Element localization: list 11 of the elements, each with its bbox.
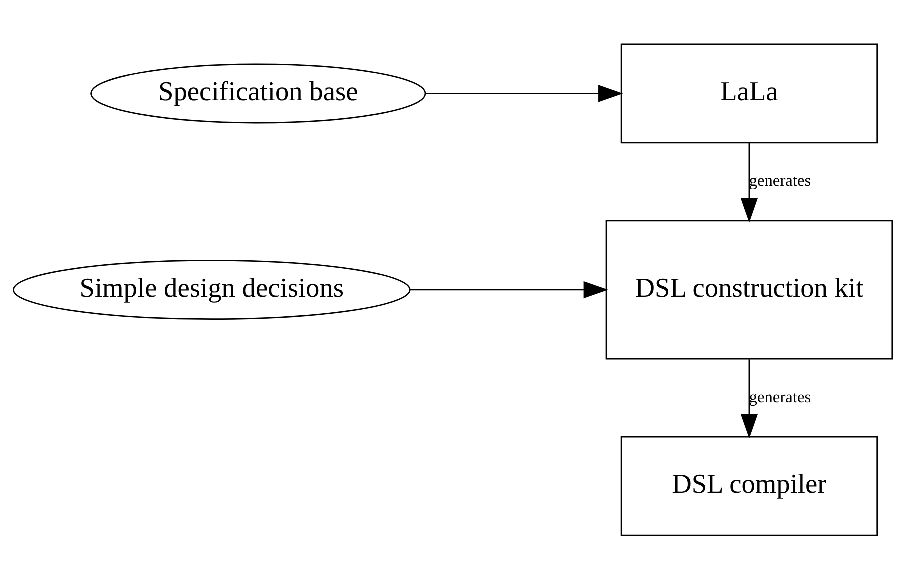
arrow [740,360,758,439]
node-ellipse: Simple design decisions [13,260,411,320]
node-box: DSL compiler [620,436,878,536]
edge-label: generates [749,387,812,406]
arrow [740,143,758,223]
node-box: LaLa [620,44,878,144]
arrow [410,281,608,299]
node-ellipse: Specification base [90,64,426,124]
arrow [426,85,624,102]
edge-label: generates [749,171,812,190]
node-box: DSL construction kit [606,220,894,360]
